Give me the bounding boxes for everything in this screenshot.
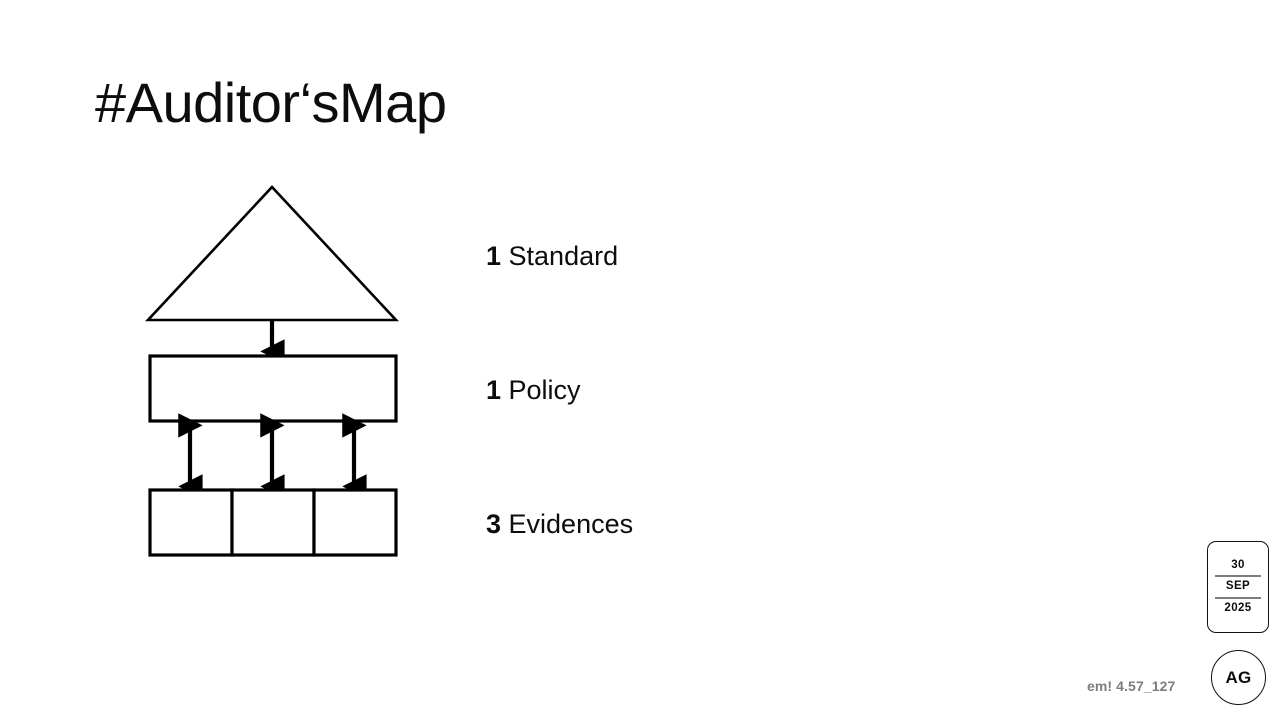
legend-label-standard: Standard — [501, 241, 619, 271]
date-badge-day: 30 — [1231, 558, 1245, 571]
legend-item-evidences: 3 Evidences — [486, 511, 633, 538]
legend-item-standard: 1 Standard — [486, 243, 618, 270]
avatar: AG — [1211, 650, 1266, 705]
evidence-box-3 — [312, 488, 398, 557]
pyramid-hierarchy-diagram — [140, 175, 410, 570]
legend-count-policy: 1 — [486, 375, 502, 405]
date-badge: 30 SEP 2025 — [1207, 541, 1269, 633]
date-badge-divider-bottom — [1215, 596, 1261, 599]
date-badge-divider-top — [1215, 575, 1261, 578]
date-badge-month: SEP — [1225, 580, 1251, 593]
legend-count-evidences: 3 — [486, 509, 502, 539]
evidence-box-1 — [148, 488, 234, 557]
evidence-box-2 — [230, 488, 316, 557]
legend-count-standard: 1 — [486, 241, 502, 271]
policy-bar — [148, 354, 398, 423]
diagram-legend: 1 Standard 1 Policy 3 Evidences — [486, 175, 906, 575]
standard-triangle — [145, 185, 399, 322]
legend-label-policy: Policy — [501, 375, 581, 405]
legend-item-policy: 1 Policy — [486, 377, 581, 404]
legend-label-evidences: Evidences — [501, 509, 634, 539]
date-badge-year: 2025 — [1224, 601, 1252, 614]
page-title: #Auditor‘sMap — [95, 71, 447, 134]
footer-note: em! 4.57_127 — [1087, 678, 1176, 694]
